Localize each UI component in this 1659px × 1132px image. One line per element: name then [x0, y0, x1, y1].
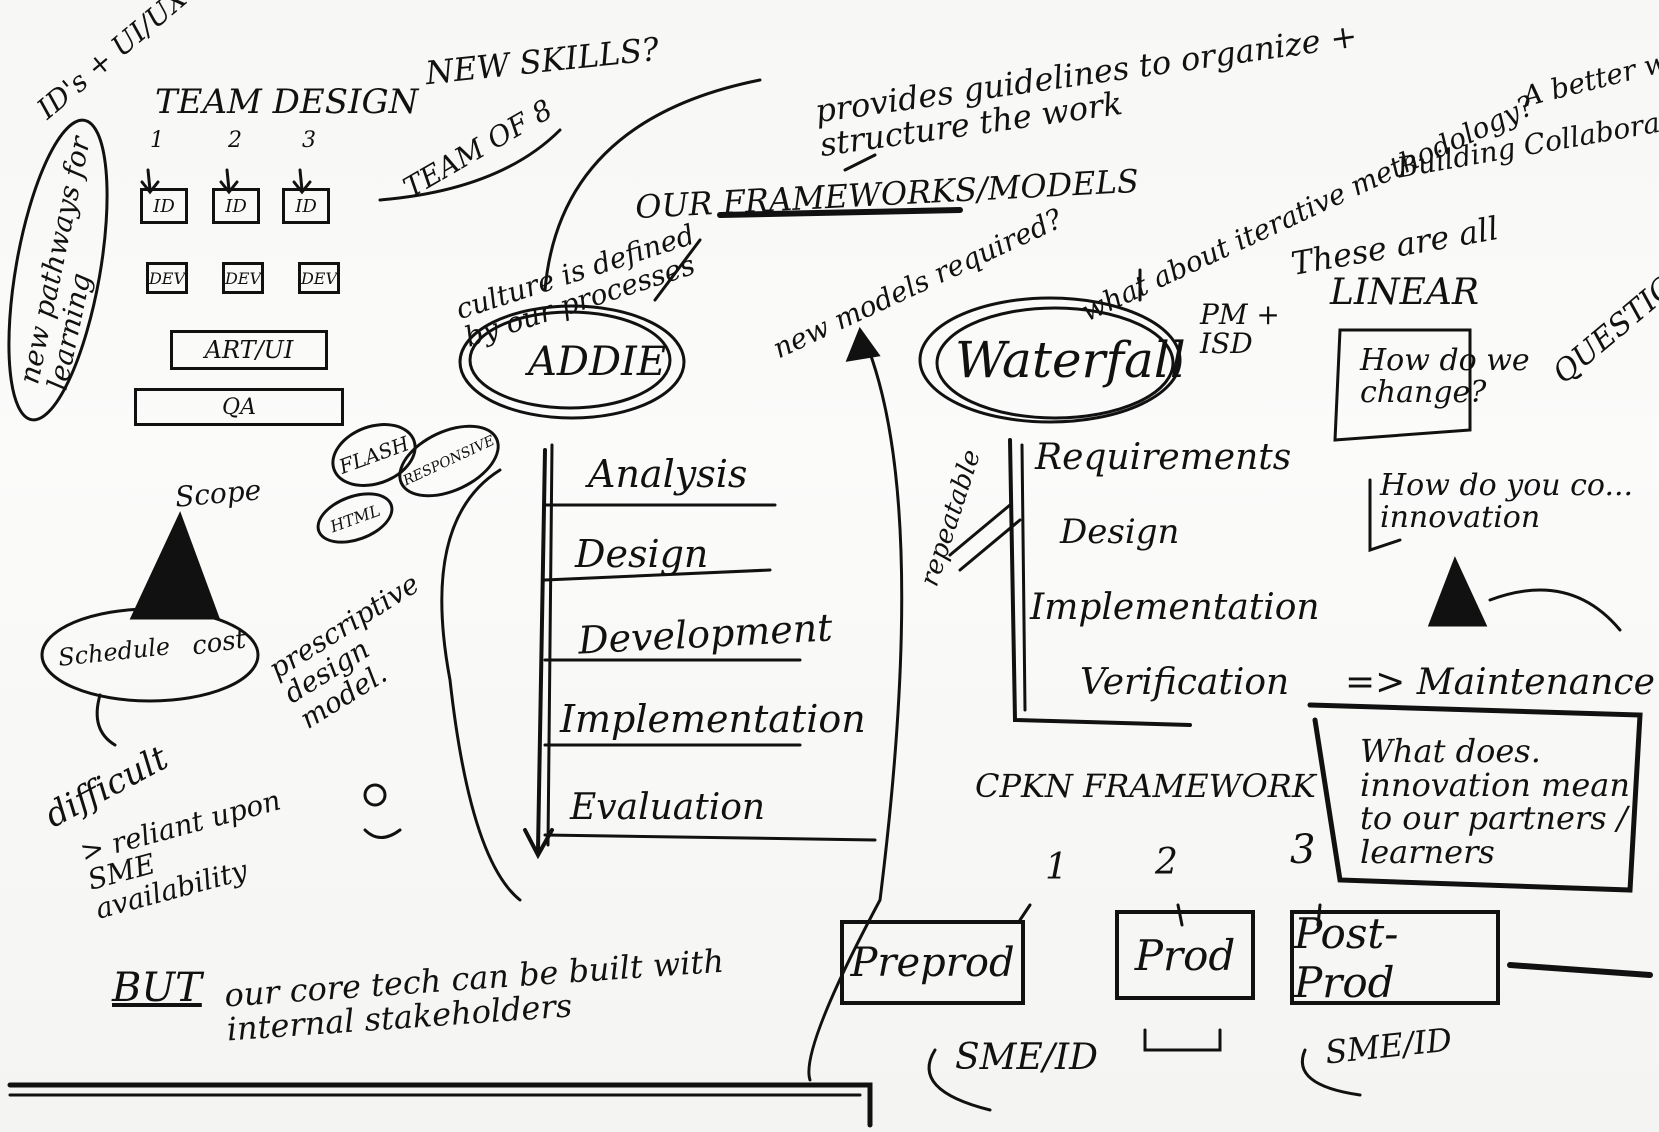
addie-step-implementation: Implementation — [560, 697, 866, 741]
team-design-title: TEAM DESIGN — [155, 82, 419, 122]
maintenance-label: => Maintenance — [1345, 662, 1655, 703]
addie-step-design: Design — [575, 532, 709, 576]
qa-box: QA — [134, 388, 344, 426]
cpkn-number-1: 1 — [1045, 847, 1068, 888]
art-ui-box: ART/UI — [170, 330, 328, 370]
waterfall-label: Waterfall — [955, 331, 1186, 389]
cost-label: cost — [190, 624, 248, 662]
stage-prod: Prod — [1115, 910, 1255, 1000]
team-number-1: 1 — [150, 128, 164, 153]
stage-preprod: Preprod — [840, 920, 1025, 1005]
team-number-3: 3 — [302, 128, 316, 153]
cpkn-number-2: 2 — [1155, 842, 1178, 883]
id-box-2: ID — [212, 188, 260, 224]
innovation-question: What does. innovation mean to our partne… — [1360, 732, 1630, 871]
team-number-2: 2 — [228, 128, 242, 153]
dev-box-1: DEV — [146, 262, 188, 294]
id-box-1: ID — [140, 188, 188, 224]
waterfall-step-design: Design — [1060, 512, 1180, 552]
addie-label: ADDIE — [528, 339, 667, 385]
question-change: How do we change? — [1360, 343, 1530, 410]
question-innovation: How do you co... innovation — [1380, 468, 1634, 535]
dev-box-3: DEV — [298, 262, 340, 294]
pm-isd-note: PM + ISD — [1200, 298, 1280, 361]
dev-box-2: DEV — [222, 262, 264, 294]
scope-label: Scope — [173, 473, 263, 514]
cpkn-title: CPKN FRAMEWORK — [975, 767, 1316, 805]
id-box-3: ID — [282, 188, 330, 224]
waterfall-step-verification: Verification — [1080, 662, 1290, 703]
stage-post-prod: Post-Prod — [1290, 909, 1500, 1007]
addie-step-evaluation: Evaluation — [570, 787, 766, 828]
linear-label: LINEAR — [1330, 272, 1480, 313]
addie-step-analysis: Analysis — [588, 452, 748, 496]
but-label: BUT — [112, 965, 202, 1011]
waterfall-step-requirements: Requirements — [1035, 437, 1292, 478]
waterfall-step-implementation: Implementation — [1030, 587, 1320, 628]
cpkn-number-3: 3 — [1290, 827, 1316, 873]
sme-id-left: SME/ID — [955, 1037, 1099, 1078]
